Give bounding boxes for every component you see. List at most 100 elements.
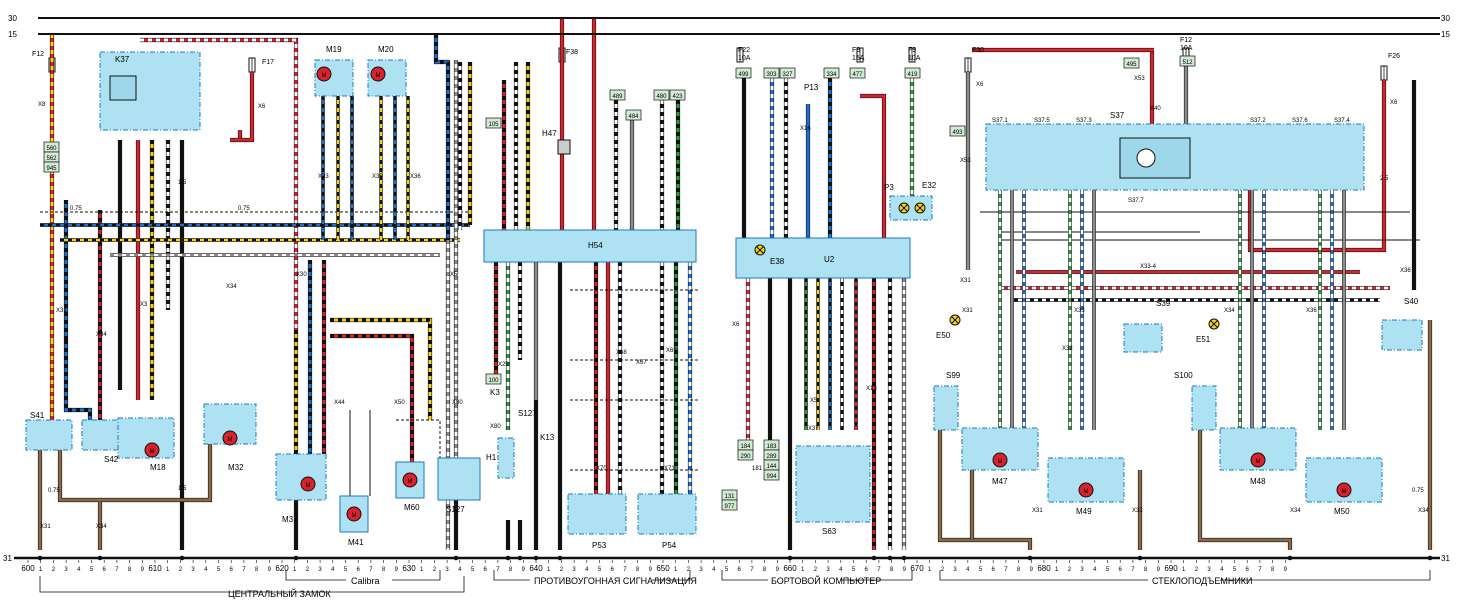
rail-15-label-right: 15 xyxy=(1441,30,1450,39)
ruler-label-64: 4 xyxy=(839,567,843,573)
code-493-text: 493 xyxy=(952,130,963,136)
x80-label-a: X80 xyxy=(452,400,463,406)
w-cl-19-stripe xyxy=(330,318,432,420)
ruler-label-65: 5 xyxy=(852,567,856,573)
w-pc-6 xyxy=(860,94,886,238)
size-075-b: 0.75 xyxy=(70,206,82,212)
s37-6-label: S37.6 xyxy=(1292,118,1308,124)
p3-e32-module xyxy=(889,195,933,221)
s127a-label: S127 xyxy=(446,505,465,514)
w-cl-g3 xyxy=(100,444,212,502)
ruler-label-43: 3 xyxy=(572,567,576,573)
code-499-frame xyxy=(735,67,752,79)
p53-label: P53 xyxy=(592,541,607,550)
code-562-text: 562 xyxy=(46,156,57,162)
x34-label-c: X34 xyxy=(226,284,237,290)
ruler-label-26: 6 xyxy=(357,567,361,573)
f9-amp: 10A xyxy=(908,55,921,62)
m41-motor-m: M xyxy=(352,513,357,519)
ruler-label-2: 2 xyxy=(52,567,56,573)
ruler-label-27: 7 xyxy=(369,567,373,573)
code-480-frame xyxy=(653,89,670,101)
code-493-frame xyxy=(949,125,966,137)
code-419-text: 419 xyxy=(907,72,918,78)
p3-label: P3 xyxy=(884,183,894,192)
ruler-label-10: 610 xyxy=(148,564,162,573)
x67-label-a: X67 xyxy=(636,360,647,366)
ruler-label-91: 1 xyxy=(1182,567,1186,573)
ruler-label-22: 2 xyxy=(306,567,310,573)
bracket-computer xyxy=(721,570,913,581)
m48-motor xyxy=(1250,452,1266,468)
m37-motor-m: M xyxy=(306,483,311,489)
x69-label-a: X69 xyxy=(666,348,677,354)
code-303-text: 303 xyxy=(766,72,777,78)
x44-label-a: X44 xyxy=(334,400,345,406)
code-423-frame xyxy=(669,89,686,101)
m20-label: M20 xyxy=(378,45,394,54)
ruler-label-17: 7 xyxy=(242,567,246,573)
m37-label: M37 xyxy=(282,515,298,524)
ruler-label-29: 9 xyxy=(395,567,399,573)
w-wn-g1 xyxy=(938,430,1032,550)
w-cl-g1 xyxy=(58,450,102,550)
m18-motor xyxy=(144,442,160,458)
s37-label: S37 xyxy=(1110,111,1125,120)
x29-label-a: X29 xyxy=(498,362,509,368)
p53-module xyxy=(567,493,627,535)
code-480: 480 xyxy=(653,89,670,101)
s99-label: S99 xyxy=(946,371,961,380)
code-184: 184 xyxy=(737,439,754,451)
code-495-text: 495 xyxy=(1126,62,1137,68)
s100-module xyxy=(1191,385,1217,431)
code-945-frame xyxy=(43,161,60,173)
ruler-label-48: 8 xyxy=(636,567,640,573)
k37-label: K37 xyxy=(115,55,130,64)
code-100: 100 xyxy=(485,373,502,385)
code-484-frame xyxy=(625,109,642,121)
section-alarm: ПРОТИВОУГОННАЯ СИГНАЛИЗАЦИЯ xyxy=(534,576,697,586)
e38-label: E38 xyxy=(770,257,785,266)
ruler-label-63: 3 xyxy=(826,567,830,573)
f8-amp: 15A xyxy=(852,55,865,62)
rail-30-label-right: 30 xyxy=(1441,14,1450,23)
code-144-text: 144 xyxy=(766,464,777,470)
code-489-frame xyxy=(609,89,626,101)
code-477-frame xyxy=(849,67,866,79)
m32-label: M32 xyxy=(228,463,244,472)
code-334: 334 xyxy=(823,67,840,79)
k37-relay xyxy=(109,75,137,101)
code-560-text: 560 xyxy=(46,146,57,152)
bracket-central-lock xyxy=(39,576,465,593)
x80-label-b: X80 xyxy=(490,424,501,430)
ruler-label-39: 9 xyxy=(522,567,526,573)
m48-motor-m: M xyxy=(1256,459,1261,465)
m18-label: M18 xyxy=(150,463,166,472)
code-994-text: 994 xyxy=(766,474,777,480)
code-994: 994 xyxy=(763,469,780,481)
ruler-label-78: 8 xyxy=(1017,567,1021,573)
ruler-label-31: 1 xyxy=(420,567,424,573)
s41-module xyxy=(25,419,73,451)
e32-label: E32 xyxy=(922,181,937,190)
ruler-label-59: 9 xyxy=(776,567,780,573)
x32-label-a: X32 xyxy=(1132,508,1143,514)
ruler-label-89: 9 xyxy=(1157,567,1161,573)
ruler-label-66: 6 xyxy=(865,567,869,573)
ruler-label-35: 5 xyxy=(471,567,475,573)
section-central-lock: ЦЕНТРАЛЬНЫЙ ЗАМОК xyxy=(228,588,331,599)
code-303-frame xyxy=(763,67,780,79)
x31-label-b: X31 xyxy=(40,524,51,530)
ruler-label-56: 6 xyxy=(738,567,742,573)
ruler-label-60: 660 xyxy=(783,564,797,573)
w-cl-9-stripe xyxy=(140,38,298,330)
x34-label-b: X34 xyxy=(96,524,107,530)
code-560: 560 xyxy=(43,141,60,153)
x71-label-a: X71 xyxy=(664,466,675,472)
s37-7-dial xyxy=(1136,148,1156,168)
code-562: 562 xyxy=(43,151,60,163)
code-289: 289 xyxy=(763,449,780,461)
x6-label-a: X6 xyxy=(258,104,266,110)
